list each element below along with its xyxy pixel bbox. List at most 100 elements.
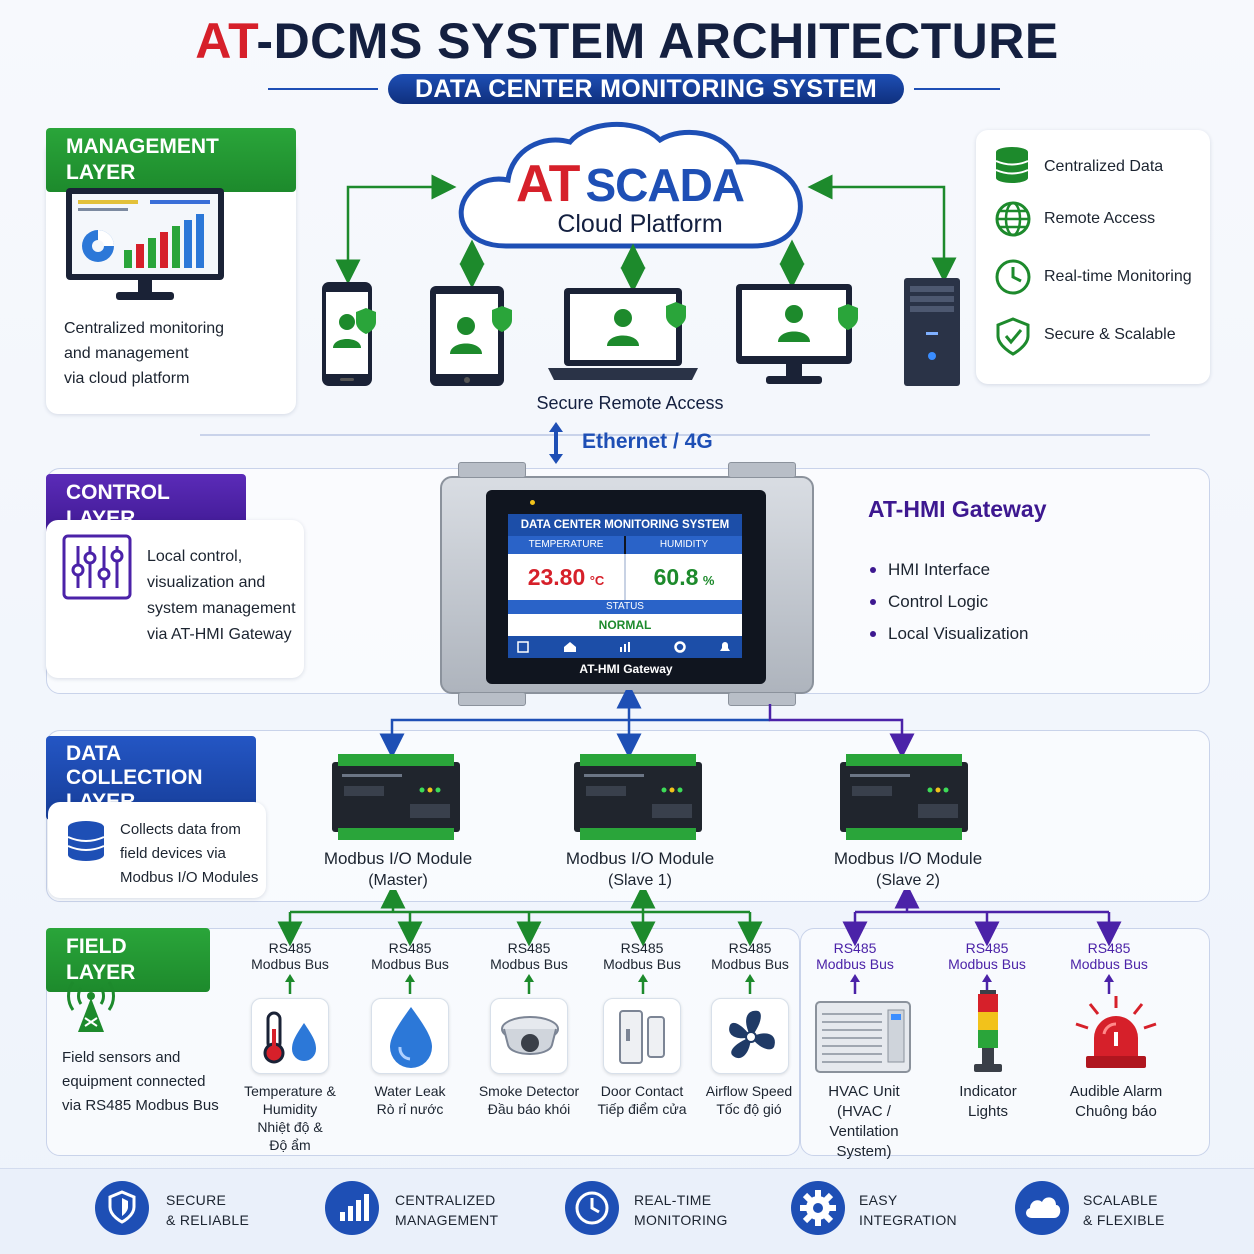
cloud-icon (1015, 1181, 1069, 1235)
benefit-scalable-flexible: SCALABLE& FLEXIBLE (1083, 1192, 1165, 1228)
hmi-humidity-label: HUMIDITY (626, 536, 742, 554)
hvac-unit-icon (815, 1001, 911, 1073)
desktop-monitor-icon (736, 284, 858, 384)
hmi-temp-label: TEMPERATURE (508, 536, 624, 554)
hmi-device-label: AT-HMI Gateway (579, 662, 673, 676)
hmi-mount-clip (458, 462, 526, 478)
gateway-info-item: Control Logic (870, 586, 1029, 618)
feature-realtime-monitoring: Real-time Monitoring (1044, 268, 1192, 285)
tablet-icon (430, 286, 512, 386)
management-description: Centralized monitoring and management vi… (64, 320, 225, 387)
subtitle-banner: DATA CENTER MONITORING SYSTEM (388, 74, 904, 104)
benefit-secure-reliable: SECURE& RELIABLE (166, 1192, 250, 1228)
hmi-divider (624, 554, 626, 600)
water-leak-sensor (371, 998, 449, 1074)
hmi-temp-readout: 23.80 °C (508, 554, 624, 600)
fan-icon (729, 1010, 775, 1059)
airflow-speed-sensor (711, 998, 789, 1074)
hvac-unit-label: HVAC Unit(HVAC /Ventilation System) (828, 1083, 900, 1160)
hmi-status-label: STATUS (508, 600, 742, 614)
modbus-io-module-slave-2 (840, 754, 968, 840)
hmi-humidity-readout: 60.8 % (626, 554, 742, 600)
gateway-info-list: HMI Interface Control Logic Local Visual… (870, 554, 1029, 650)
feature-secure-scalable: Secure & Scalable (1044, 326, 1176, 343)
feature-remote-access: Remote Access (1044, 210, 1156, 227)
monitor-dashboard-icon (66, 188, 224, 300)
hmi-status-value: NORMAL (508, 614, 742, 636)
hmi-mount-clip (458, 692, 526, 706)
module-master-label: Modbus I/O Module(Master) (323, 849, 473, 889)
hmi-mount-clip (728, 462, 796, 478)
cloud-platform-label: Cloud Platform (557, 210, 723, 238)
ethernet-arrow (549, 422, 563, 464)
water-drop-icon (390, 1007, 432, 1068)
module-slave-1-label: Modbus I/O Module(Slave 1) (565, 849, 715, 889)
management-divider (200, 434, 1150, 436)
subtitle-left-line (268, 88, 378, 90)
management-layer-tag: MANAGEMENT LAYER (46, 128, 296, 192)
laptop-icon (548, 288, 698, 380)
cloud-connection-arrows (335, 174, 957, 293)
temperature-humidity-sensor (251, 998, 329, 1074)
sensor-up-arrows (285, 974, 1114, 994)
bar-chart-icon (325, 1181, 379, 1235)
data-collection-description: Collects data from field devices via Mod… (120, 821, 259, 886)
gateway-info-item: Local Visualization (870, 618, 1029, 650)
globe-icon (995, 201, 1031, 237)
ethernet-4g-label: Ethernet / 4G (582, 430, 713, 453)
wireless-antenna-icon (66, 981, 116, 1032)
smartphone-icon (322, 282, 376, 386)
clock-icon (565, 1181, 619, 1235)
field-layer-tag: FIELD LAYER (46, 928, 210, 992)
subtitle-right-line (914, 88, 1000, 90)
database-icon (995, 147, 1029, 183)
database-icon (67, 821, 105, 861)
page-title: AT-DCMS SYSTEM ARCHITECTURE (195, 13, 1059, 69)
shield-icon (95, 1181, 149, 1235)
secure-remote-access-label: Secure Remote Access (536, 393, 724, 413)
server-tower-icon (904, 278, 960, 386)
gateway-info-item: HMI Interface (870, 554, 1029, 586)
smoke-detector-icon (501, 1016, 559, 1055)
gateway-info-title: AT-HMI Gateway (868, 496, 1047, 522)
sliders-control-icon (62, 534, 132, 600)
modbus-io-module-master (332, 754, 460, 840)
cloud-platform-shape (458, 121, 803, 249)
indicator-light-tower-icon (974, 990, 1002, 1072)
smoke-detector-sensor (490, 998, 568, 1074)
hmi-mount-clip (728, 692, 796, 706)
feature-centralized-data: Centralized Data (1044, 158, 1164, 175)
door-contact-icon (619, 1010, 665, 1064)
field-description: Field sensors and equipment connected vi… (62, 1049, 219, 1114)
clock-icon (995, 259, 1031, 295)
hmi-screen-title: DATA CENTER MONITORING SYSTEM (508, 514, 742, 536)
hmi-led (530, 500, 535, 505)
field-bus-lines (277, 890, 1122, 947)
hmi-nav-icons (517, 641, 730, 653)
module-slave-2-label: Modbus I/O Module(Slave 2) (833, 849, 983, 889)
shield-check-icon (996, 317, 1030, 356)
thermometer-droplet-icon (263, 1011, 316, 1064)
control-description: Local control, visualization and system … (147, 548, 296, 643)
door-contact-sensor (603, 998, 681, 1074)
gear-icon (791, 1181, 845, 1235)
gateway-to-modules-lines (379, 690, 915, 759)
alarm-siren-icon (1075, 996, 1157, 1068)
